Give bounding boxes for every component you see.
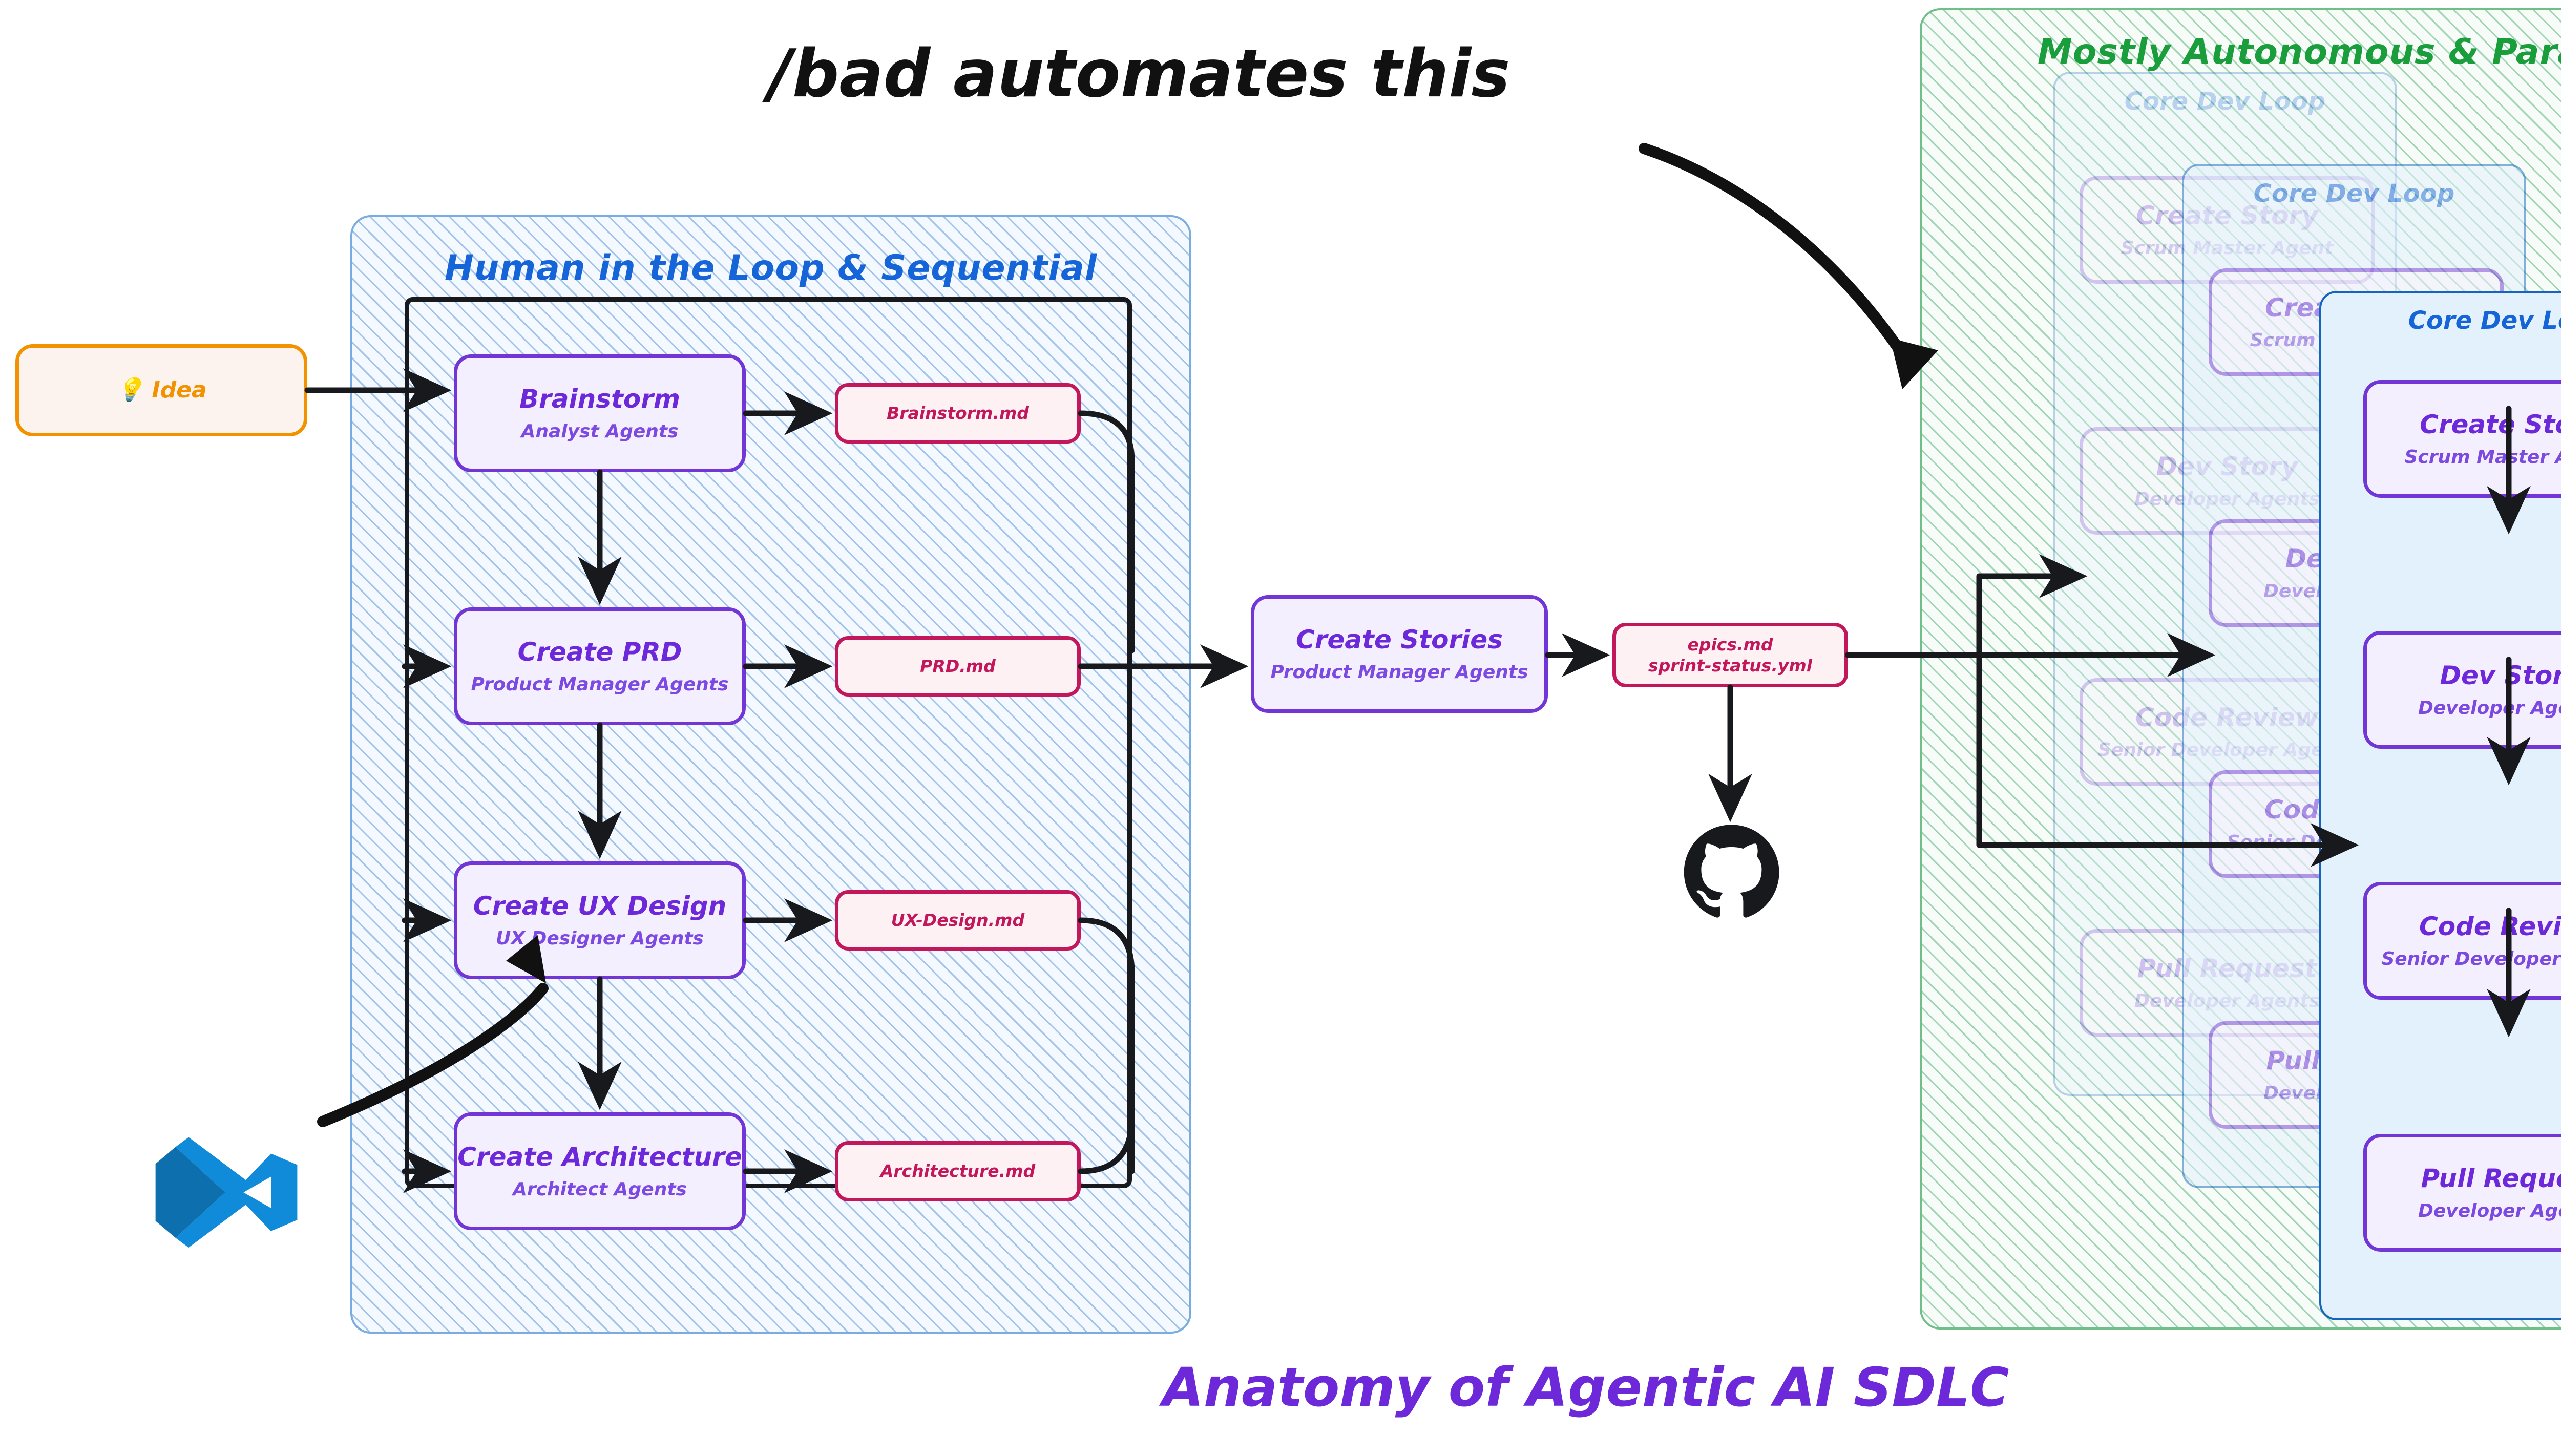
node-brainstorm[interactable]: Brainstorm Analyst Agents — [454, 354, 746, 472]
node-create-prd-title: Create PRD — [517, 637, 682, 667]
node-create-stories[interactable]: Create Stories Product Manager Agents — [1251, 595, 1548, 713]
node-pull-request-3[interactable]: Pull Request Developer Agents — [2363, 1134, 2561, 1252]
node-create-architecture-title: Create Architecture — [457, 1142, 742, 1172]
node-create-stories-title: Create Stories — [1296, 624, 1503, 655]
node-create-ux-design-agent: UX Designer Agents — [495, 927, 704, 949]
node-dev-story-3[interactable]: Dev Story Developer Agents — [2363, 631, 2561, 749]
core-dev-loop-card-2-title: Core Dev Loop — [2253, 179, 2455, 208]
node-create-story-3[interactable]: Create Story Scrum Master Agent — [2363, 380, 2561, 498]
vscode-logo — [155, 1137, 298, 1248]
artifact-architecture-md[interactable]: Architecture.md — [835, 1141, 1081, 1201]
node-create-prd-agent: Product Manager Agents — [471, 673, 729, 695]
core-dev-loop-card-3[interactable]: Core Dev Loop Create Story Scrum Master … — [2319, 291, 2561, 1320]
artifact-architecture-md-label: Architecture.md — [880, 1161, 1036, 1181]
artifact-ux-design-md[interactable]: UX-Design.md — [835, 890, 1081, 951]
core-dev-loop-card-3-title: Core Dev Loop — [2408, 306, 2561, 335]
artifact-brainstorm-md[interactable]: Brainstorm.md — [835, 383, 1081, 444]
node-code-review-3-agent: Senior Developer Agents — [2381, 948, 2561, 969]
node-dev-story-3-agent: Developer Agents — [2418, 697, 2561, 719]
hitl-feedback-loop-box — [405, 297, 1132, 1188]
node-pull-request-3-agent: Developer Agents — [2418, 1200, 2561, 1221]
artifact-ux-design-md-label: UX-Design.md — [891, 910, 1025, 931]
subgraph-mostly-autonomous-title: Mostly Autonomous & Parallel — [2037, 32, 2561, 72]
node-create-architecture-agent: Architect Agents — [513, 1178, 687, 1200]
page-title: Anatomy of Agentic AI SDLC — [1162, 1356, 2009, 1419]
subgraph-human-in-the-loop-title: Human in the Loop & Sequential — [444, 248, 1098, 288]
node-code-review-3-title: Code Review — [2419, 911, 2561, 941]
node-create-ux-design[interactable]: Create UX Design UX Designer Agents — [454, 861, 746, 979]
node-create-story-3-title: Create Story — [2420, 409, 2561, 439]
annotation-bad-automates-this: /bad automates this — [768, 36, 1510, 112]
node-create-stories-agent: Product Manager Agents — [1270, 661, 1528, 683]
node-create-story-3-agent: Scrum Master Agent — [2404, 446, 2561, 468]
artifact-epics-sprint-status[interactable]: epics.md sprint-status.yml — [1612, 623, 1848, 687]
node-code-review-3[interactable]: Code Review Senior Developer Agents — [2363, 882, 2561, 1000]
artifact-brainstorm-md-label: Brainstorm.md — [887, 403, 1029, 424]
arrow-annotation-to-autonomous — [1639, 143, 1911, 364]
github-octocat-logo — [1684, 825, 1779, 918]
artifact-prd-md-label: PRD.md — [920, 656, 996, 677]
node-pull-request-3-title: Pull Request — [2421, 1163, 2561, 1193]
terminal-idea[interactable]: 💡 Idea — [15, 344, 307, 436]
core-dev-loop-card-1-title: Core Dev Loop — [2124, 87, 2326, 116]
node-brainstorm-agent: Analyst Agents — [521, 420, 679, 442]
node-brainstorm-title: Brainstorm — [519, 384, 680, 414]
artifact-epics-line2: sprint-status.yml — [1648, 656, 1813, 676]
artifact-epics-line1: epics.md — [1687, 634, 1773, 655]
node-dev-story-3-title: Dev Story — [2440, 660, 2561, 690]
node-create-prd[interactable]: Create PRD Product Manager Agents — [454, 607, 746, 725]
node-create-ux-design-title: Create UX Design — [473, 891, 727, 921]
terminal-idea-label: 💡 Idea — [116, 377, 207, 404]
artifact-prd-md[interactable]: PRD.md — [835, 636, 1081, 697]
node-create-architecture[interactable]: Create Architecture Architect Agents — [454, 1112, 746, 1230]
